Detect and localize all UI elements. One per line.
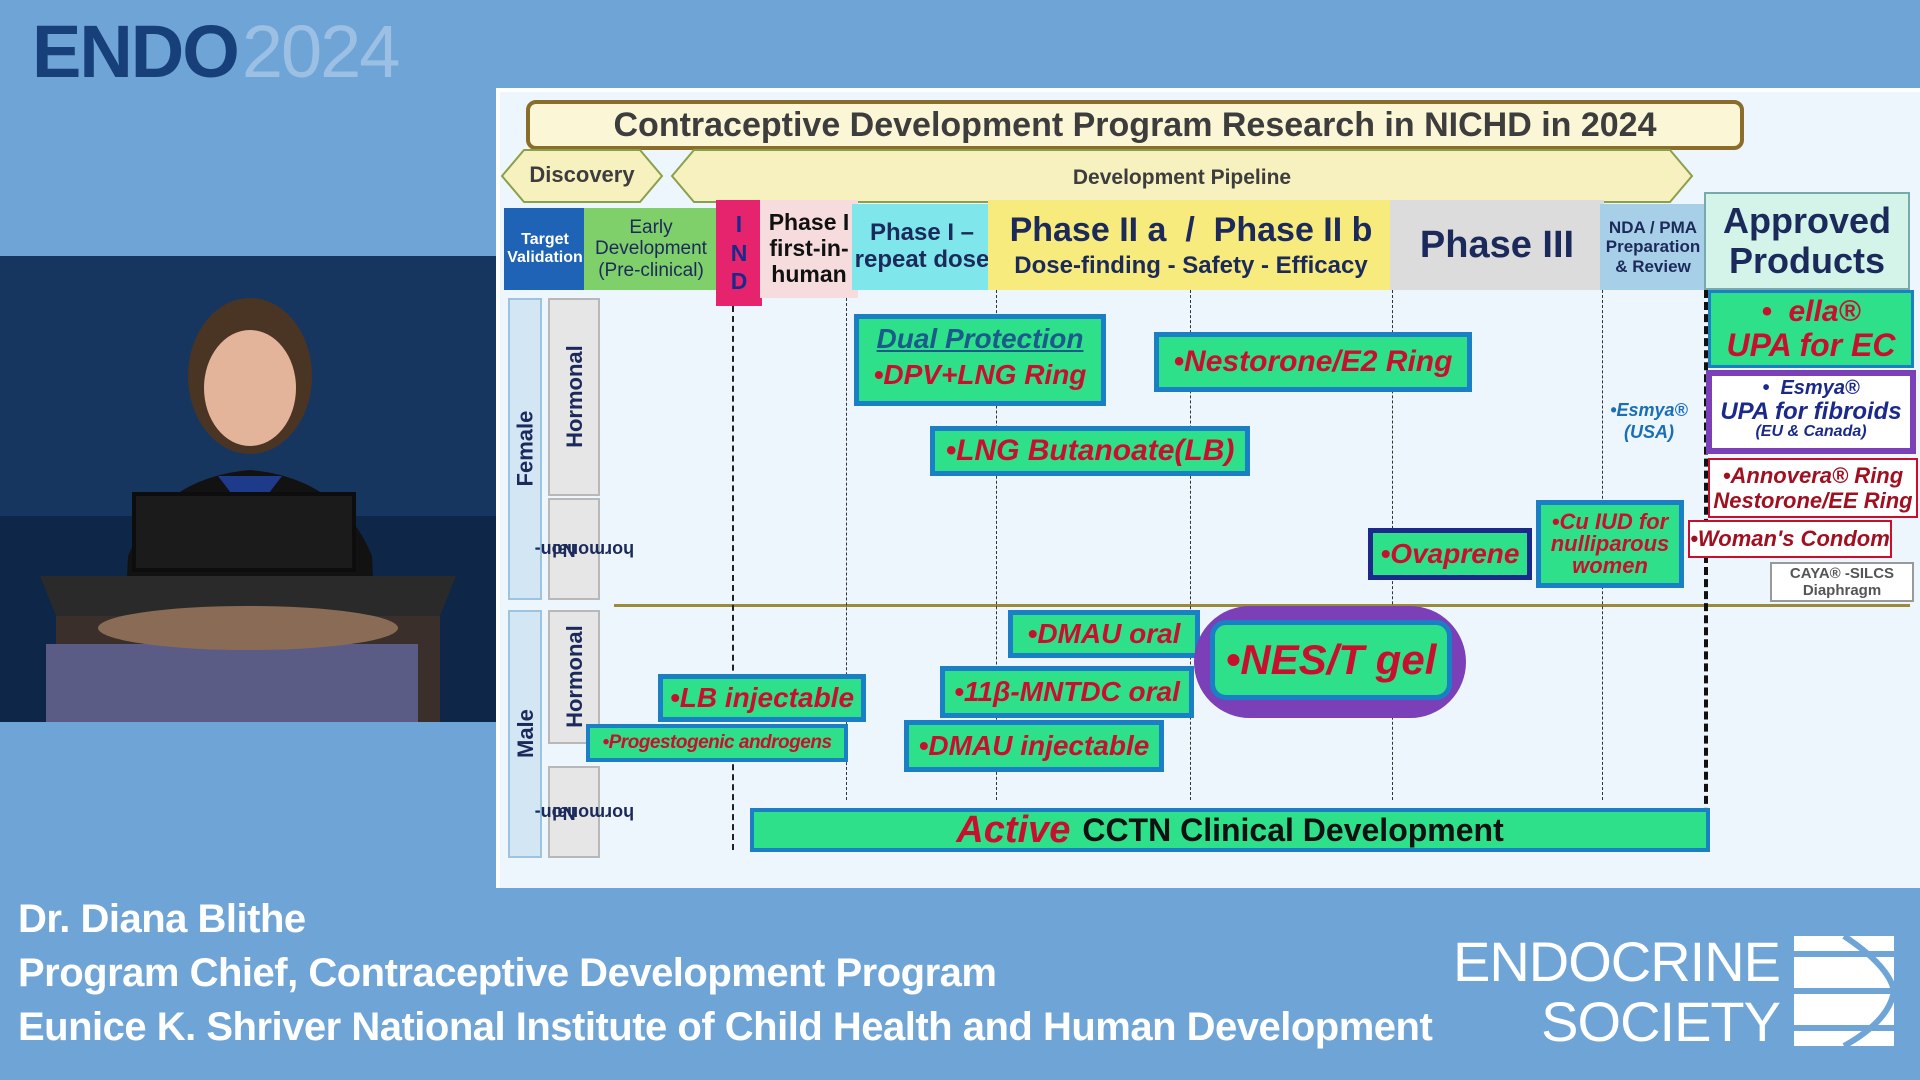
annovera-box: •Annovera® Ring Nestorone/EE Ring xyxy=(1708,458,1918,518)
row-male-nonhormonal: Non-hormonal xyxy=(535,766,634,858)
ella-box: • ella® UPA for EC xyxy=(1708,290,1914,368)
target-label-1: Target xyxy=(521,231,569,249)
phase2-subtitle: Dose-finding - Safety - Efficacy xyxy=(1014,251,1368,279)
target-label-2: Validation xyxy=(507,249,583,266)
caya-2: Diaphragm xyxy=(1802,582,1882,599)
cctn-bar: Active CCTN Clinical Development xyxy=(750,808,1710,852)
ind-letter-2: N xyxy=(730,239,748,266)
esmya-region: (EU & Canada) xyxy=(1755,423,1867,441)
esmya-desc: UPA for fibroids xyxy=(1720,398,1902,425)
nes-t-gel: •NES/T gel xyxy=(1210,620,1452,700)
cu-iud-1: •Cu IUD for xyxy=(1551,509,1669,534)
dash-approved xyxy=(1704,290,1708,840)
header-phase1-repeat: Phase I – repeat dose xyxy=(852,204,992,290)
ind-letter-1: I xyxy=(735,210,743,237)
slide-title-box: Contraceptive Development Program Resear… xyxy=(526,100,1744,150)
society-line2: SOCIETY xyxy=(1541,990,1781,1053)
pipeline-label: Development Pipeline xyxy=(1072,166,1292,189)
header-target-validation: Target Validation xyxy=(504,208,586,290)
ella-desc: UPA for EC xyxy=(1726,327,1896,363)
phase1-repeat-1: Phase I – xyxy=(869,219,975,247)
society-line1: ENDOCRINE xyxy=(1452,930,1781,993)
row-female-nonhormonal: Non-hormonal xyxy=(535,498,634,600)
cu-iud-3: women xyxy=(1572,553,1648,578)
early-label-1: Early xyxy=(629,217,673,239)
esmya-name: • Esmya® xyxy=(1762,377,1860,399)
dash-phase2 xyxy=(996,290,997,800)
womans-condom: •Woman's Condom xyxy=(1688,520,1892,558)
header-nda: NDA / PMA Preparation & Review xyxy=(1600,204,1706,290)
esmya-box: • Esmya® UPA for fibroids (EU & Canada) xyxy=(1706,370,1916,454)
dmau-injectable: •DMAU injectable xyxy=(904,720,1164,772)
nda-3: & Review xyxy=(1615,256,1691,276)
row-female-hormonal: Hormonal xyxy=(548,298,600,496)
row-male-hormonal: Hormonal xyxy=(548,610,600,744)
row-female: Female xyxy=(508,298,542,600)
header-phase3: Phase III xyxy=(1390,200,1604,290)
early-label-3: (Pre-clinical) xyxy=(598,259,704,281)
progestogenic-androgens: •Progestogenic androgens xyxy=(586,724,848,762)
dash-ind xyxy=(732,306,734,850)
phase1-repeat-2: repeat dose xyxy=(854,246,990,273)
endo-2024-logo: ENDO 2024 xyxy=(32,10,401,94)
endo-logo-year: 2024 xyxy=(241,10,401,93)
endocrine-society-logo: ENDOCRINE SOCIETY xyxy=(1450,930,1781,1053)
dmau-oral: •DMAU oral xyxy=(1008,610,1200,658)
early-label-2: Development xyxy=(595,238,707,260)
cctn-active: Active xyxy=(956,808,1071,851)
cctn-rest: CCTN Clinical Development xyxy=(1082,811,1504,848)
lb-injectable: •LB injectable xyxy=(658,674,866,722)
row-male: Male xyxy=(508,610,542,858)
ella-name: • ella® xyxy=(1761,295,1861,328)
caya-box: CAYA® -SILCS Diaphragm xyxy=(1770,562,1914,602)
esmya-usa-1: •Esmya® xyxy=(1610,400,1688,420)
female-male-divider xyxy=(614,604,1910,607)
ovaprene: •Ovaprene xyxy=(1368,528,1532,580)
header-phase2: Phase II a / Phase II b Dose-finding - S… xyxy=(988,200,1394,290)
speaker-caption: Dr. Diana Blithe Program Chief, Contrace… xyxy=(18,892,1433,1054)
approved-2: Products xyxy=(1728,240,1886,281)
header-phase1-fih: Phase I first-in- human xyxy=(760,200,858,298)
nestorone-e2-ring: •Nestorone/E2 Ring xyxy=(1154,332,1472,392)
annovera-2: Nestorone/EE Ring xyxy=(1713,488,1913,513)
header-early-development: Early Development (Pre-clinical) xyxy=(584,208,718,290)
dual-protection-box: Dual Protection •DPV+LNG Ring xyxy=(854,314,1106,406)
annovera-1: •Annovera® Ring xyxy=(1722,462,1904,488)
speaker-name: Dr. Diana Blithe xyxy=(18,897,306,941)
discovery-label: Discovery xyxy=(529,162,635,187)
cu-iud: •Cu IUD for nulliparous women xyxy=(1536,500,1684,588)
endo-logo-text: ENDO xyxy=(32,10,240,93)
slide: Contraceptive Development Program Resear… xyxy=(496,88,1920,888)
approved-1: Approved xyxy=(1722,199,1891,241)
pipeline-arrows xyxy=(500,149,1694,203)
phase2-title: Phase II a / Phase II b xyxy=(1009,210,1373,249)
endocrine-society-mark-icon xyxy=(1794,936,1894,1046)
slide-title: Contraceptive Development Program Resear… xyxy=(613,105,1657,144)
phase1-fih-1: Phase I xyxy=(768,209,850,236)
esmya-usa: •Esmya® (USA) xyxy=(1604,400,1694,443)
dash-phase1 xyxy=(846,298,847,800)
phase3-title: Phase III xyxy=(1419,223,1575,266)
lng-butanoate: •LNG Butanoate(LB) xyxy=(930,426,1250,476)
cu-iud-2: nulliparous xyxy=(1550,531,1670,556)
dpv-lng-ring: •DPV+LNG Ring xyxy=(873,359,1087,390)
speaker-video xyxy=(0,256,496,722)
speaker-institution: Eunice K. Shriver National Institute of … xyxy=(18,1005,1433,1049)
caya-1: CAYA® -SILCS xyxy=(1789,564,1895,582)
esmya-usa-2: (USA) xyxy=(1624,421,1674,442)
speaker-illustration xyxy=(0,256,496,722)
ind-letter-3: D xyxy=(730,268,748,295)
nda-1: NDA / PMA xyxy=(1608,218,1698,238)
dual-protection-title: Dual Protection xyxy=(876,323,1084,354)
mntdc-oral: •11β-MNTDC oral xyxy=(940,666,1194,718)
header-ind: I N D xyxy=(716,200,762,306)
header-approved: Approved Products xyxy=(1704,192,1910,290)
speaker-title: Program Chief, Contraceptive Development… xyxy=(18,951,997,995)
nda-2: Preparation xyxy=(1605,237,1701,257)
phase1-fih-3: human xyxy=(771,260,847,287)
phase1-fih-2: first-in- xyxy=(769,235,849,262)
dash-phase2b xyxy=(1190,290,1191,800)
